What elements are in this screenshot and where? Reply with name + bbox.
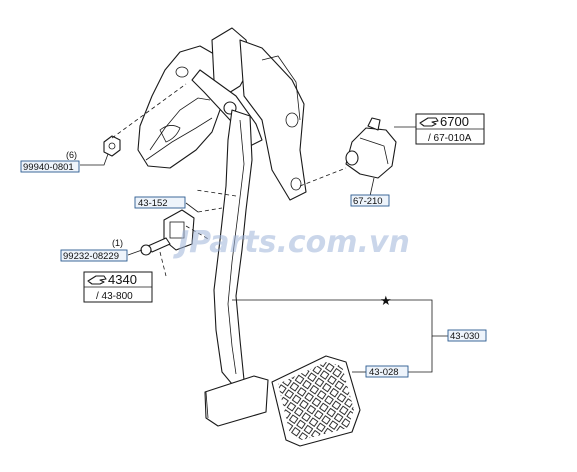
- star-marker: ★: [380, 293, 392, 308]
- pedal-assembly-code: 43-030: [450, 331, 480, 342]
- label-nut[interactable]: (6) 99940-0801: [20, 150, 80, 173]
- stopper-bolt-code: 99232-08229: [63, 251, 119, 262]
- stopper-bolt-qty: (1): [112, 238, 123, 248]
- label-switch-bracket[interactable]: 43-152: [134, 196, 186, 209]
- pedal-foot-plate: [204, 375, 269, 427]
- switch-bracket-code: 43-152: [138, 198, 168, 209]
- nut: [103, 135, 121, 157]
- nut-code: 99940-0801: [23, 162, 74, 173]
- pedal-pad-code: 43-028: [369, 367, 399, 378]
- label-switch-assy[interactable]: 67-210: [350, 194, 390, 207]
- ref-box-4340[interactable]: 4340 / 43-800: [83, 271, 153, 303]
- pointing-hand-icon: [87, 275, 107, 285]
- label-pedal-pad[interactable]: 43-028: [365, 365, 409, 378]
- ref-box-6700[interactable]: 6700 / 67-010A: [415, 113, 485, 145]
- label-pedal-assembly[interactable]: 43-030: [447, 329, 487, 342]
- pointing-hand-icon: [419, 117, 439, 127]
- dashed-leaders: [111, 83, 347, 277]
- ref-4340-number: 4340: [108, 272, 137, 287]
- stop-switch: [345, 117, 397, 179]
- pedal-pad: [271, 355, 361, 447]
- watermark: JParts.com.vn: [173, 225, 410, 260]
- ref-6700-number: 6700: [440, 114, 469, 129]
- switch-bracket-assy: [140, 209, 195, 256]
- label-stopper-bolt[interactable]: (1) 99232-08229: [60, 238, 128, 262]
- switch-assy-code: 67-210: [353, 196, 383, 207]
- ref-6700-sub: / 67-010A: [428, 133, 472, 144]
- pedal-bracket: [137, 27, 307, 201]
- leader-lines: [80, 126, 448, 373]
- nut-qty: (6): [66, 150, 77, 160]
- ref-4340-sub: / 43-800: [96, 291, 133, 302]
